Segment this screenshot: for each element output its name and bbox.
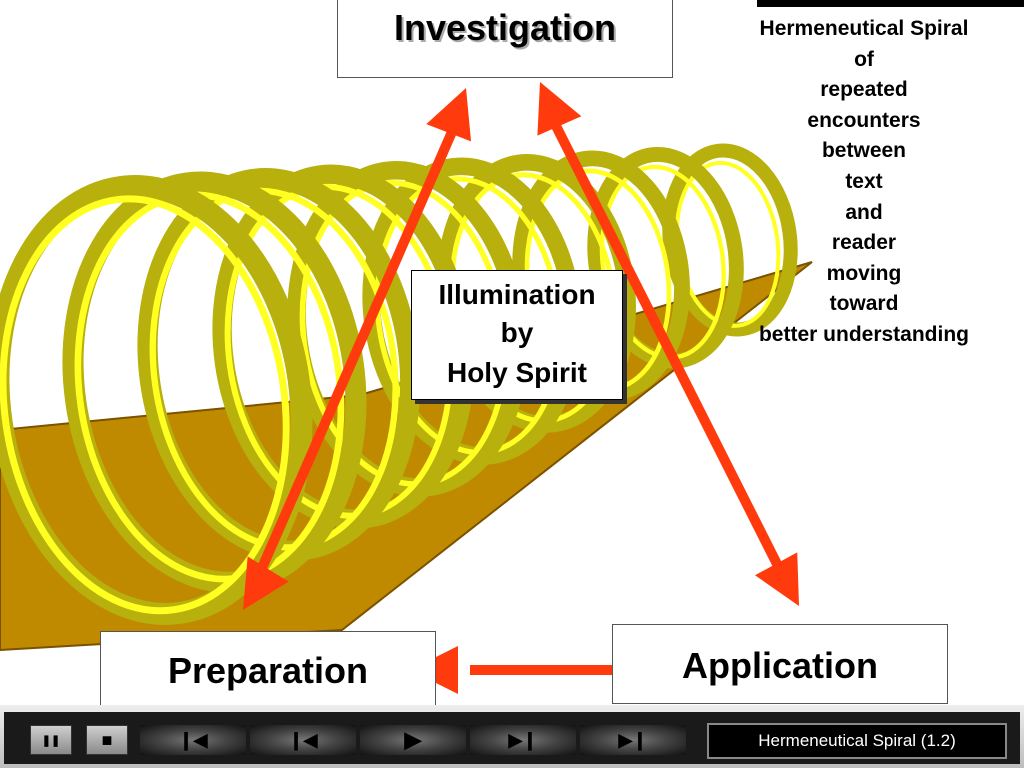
arrowhead-investigation-left <box>426 88 472 142</box>
next-slide-button[interactable]: ▶❙ <box>470 725 576 755</box>
illumination-line-1: Illumination <box>438 279 596 310</box>
stop-button[interactable]: ■ <box>86 725 128 755</box>
preparation-label: Preparation <box>167 650 369 691</box>
caption-line: moving <box>826 261 902 285</box>
previous-icon: ❙◀ <box>288 729 318 750</box>
skip-to-end-icon: ▶❙ <box>618 729 648 750</box>
stop-icon: ■ <box>101 729 113 750</box>
top-bar <box>757 0 1024 7</box>
slide-title-display: Hermeneutical Spiral (1.2) <box>707 723 1007 759</box>
pause-icon: ❚❚ <box>41 734 61 747</box>
caption-line: and <box>845 200 883 224</box>
player-controls-track: ❚❚ ■ ❙◀ ❙◀ ▶ ▶❙ ▶❙ Hermeneutical Spiral … <box>4 712 1020 764</box>
spiral-ring <box>587 146 744 369</box>
caption-line: Hermeneutical Spiral <box>759 17 969 40</box>
spiral-caption: Hermeneutical Spiral of repeated encount… <box>744 14 984 351</box>
illumination-line-2: by <box>500 317 534 348</box>
application-box: Application <box>612 624 948 704</box>
caption-line: text <box>845 169 883 193</box>
application-label: Application <box>682 645 878 686</box>
previous-slide-button[interactable]: ❙◀ <box>250 725 356 755</box>
caption-line: reader <box>831 231 897 255</box>
spiral-ring-highlight <box>0 195 290 615</box>
skip-to-start-icon: ❙◀ <box>178 729 208 750</box>
pause-button[interactable]: ❚❚ <box>30 725 72 755</box>
last-slide-button[interactable]: ▶❙ <box>580 725 686 755</box>
illumination-box: Illumination by Holy Spirit <box>411 270 623 400</box>
next-icon: ▶❙ <box>508 729 538 750</box>
arrowhead-investigation-right <box>537 82 582 136</box>
arrows <box>243 82 799 694</box>
first-slide-button[interactable]: ❙◀ <box>140 725 246 755</box>
slide-title: Hermeneutical Spiral (1.2) <box>758 731 956 750</box>
investigation-box: Investigation <box>337 0 673 78</box>
caption-line: between <box>821 139 907 163</box>
illumination-line-3: Holy Spirit <box>446 357 587 388</box>
play-button[interactable]: ▶ <box>360 725 466 755</box>
caption-line: encounters <box>807 108 921 132</box>
arrow-investigation-preparation <box>257 116 463 570</box>
arrowhead-application <box>755 552 799 606</box>
arrow-investigation-application <box>547 115 783 569</box>
caption-line: better understanding <box>758 322 969 346</box>
player-controls: ❚❚ ■ ❙◀ ❙◀ ▶ ▶❙ ▶❙ Hermeneutical Spiral … <box>0 705 1024 768</box>
caption-line: repeated <box>820 78 908 102</box>
caption-line: toward <box>829 292 899 316</box>
preparation-box: Preparation <box>100 631 436 711</box>
arrowhead-preparation <box>243 556 289 610</box>
caption-line: of <box>854 47 874 71</box>
investigation-label: Investigation <box>393 7 617 48</box>
spiral-ring <box>0 175 313 625</box>
play-icon: ▶ <box>404 727 422 752</box>
